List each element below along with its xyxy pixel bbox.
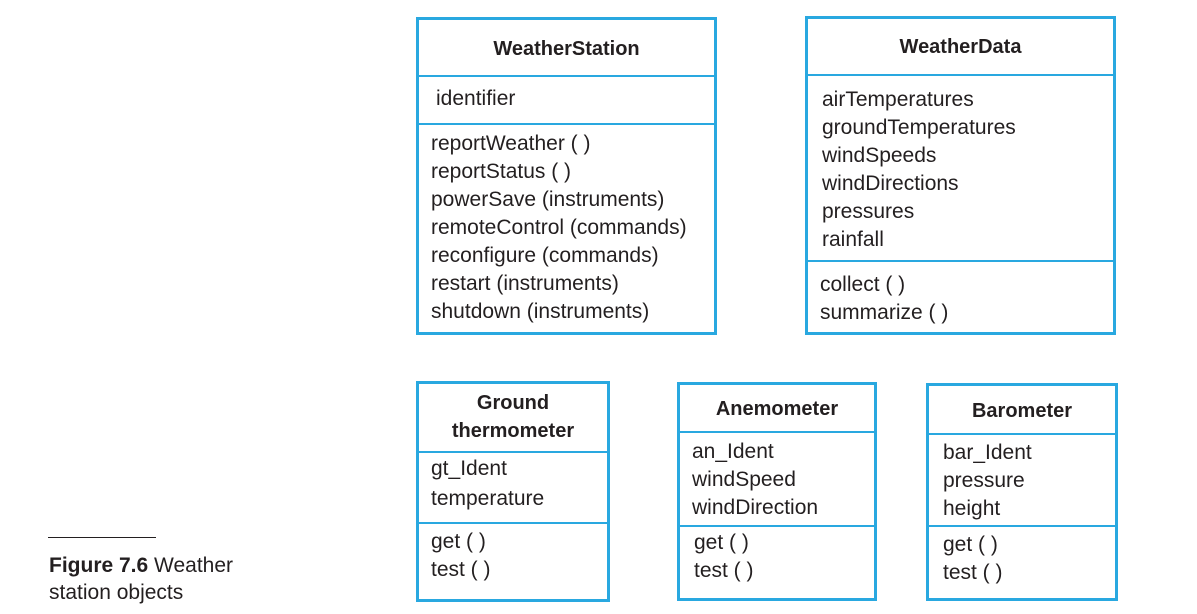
attributes-section: airTemperatures groundTemperatures windS… bbox=[808, 76, 1113, 262]
operation: test ( ) bbox=[694, 559, 754, 582]
attributes-section: an_Ident windSpeed windDirection bbox=[680, 433, 874, 527]
class-name-section: Ground thermometer bbox=[419, 384, 607, 453]
class-ground-thermometer: Ground thermometer gt_Ident temperature … bbox=[416, 381, 610, 602]
figure-caption: Figure 7.6 Weather station objects bbox=[49, 552, 233, 606]
caption-line-1: Figure 7.6 Weather bbox=[49, 552, 233, 579]
attribute: airTemperatures bbox=[822, 88, 974, 111]
class-weather-station: WeatherStation identifier reportWeather … bbox=[416, 17, 717, 335]
class-name-line: Ground bbox=[476, 392, 550, 414]
operation: summarize ( ) bbox=[820, 301, 949, 324]
class-weather-data: WeatherData airTemperatures groundTemper… bbox=[805, 16, 1116, 335]
attribute: temperature bbox=[431, 487, 545, 510]
attribute: height bbox=[943, 497, 1001, 520]
class-name-section: Anemometer bbox=[680, 385, 874, 433]
operation: reportStatus ( ) bbox=[431, 160, 572, 183]
operation: get ( ) bbox=[943, 533, 998, 556]
class-anemometer: Anemometer an_Ident windSpeed windDirect… bbox=[677, 382, 877, 601]
class-barometer: Barometer bar_Ident pressure height get … bbox=[926, 383, 1118, 601]
operation: get ( ) bbox=[431, 530, 486, 553]
attribute: pressure bbox=[943, 469, 1025, 492]
caption-label: Figure 7.6 bbox=[49, 554, 149, 577]
attribute: pressures bbox=[822, 200, 915, 223]
operation: restart (instruments) bbox=[431, 272, 619, 295]
class-name: WeatherData bbox=[899, 36, 1022, 58]
attributes-section: gt_Ident temperature bbox=[419, 453, 607, 524]
class-name-section: Barometer bbox=[929, 386, 1115, 435]
operations-section: get ( ) test ( ) bbox=[419, 524, 607, 584]
attribute: windSpeeds bbox=[822, 144, 937, 167]
operation: collect ( ) bbox=[820, 273, 906, 296]
attributes-section: bar_Ident pressure height bbox=[929, 435, 1115, 527]
attribute: windSpeed bbox=[692, 468, 796, 491]
attribute: rainfall bbox=[822, 228, 884, 251]
caption-text: Weather bbox=[154, 554, 234, 577]
attribute: groundTemperatures bbox=[822, 116, 1016, 139]
caption-line-2: station objects bbox=[49, 581, 184, 604]
operation: reportWeather ( ) bbox=[431, 132, 591, 155]
attributes-section: identifier bbox=[419, 77, 714, 125]
operation: remoteControl (commands) bbox=[431, 216, 687, 239]
attribute: windDirections bbox=[822, 172, 959, 195]
operation: reconfigure (commands) bbox=[431, 244, 659, 267]
class-name-line: thermometer bbox=[451, 420, 575, 442]
attribute: identifier bbox=[436, 87, 516, 110]
attribute: bar_Ident bbox=[943, 441, 1032, 464]
caption-rule bbox=[48, 537, 156, 538]
operations-section: get ( ) test ( ) bbox=[929, 527, 1115, 587]
operations-section: collect ( ) summarize ( ) bbox=[808, 262, 1113, 327]
operations-section: reportWeather ( ) reportStatus ( ) power… bbox=[419, 125, 714, 326]
operation: get ( ) bbox=[694, 531, 749, 554]
class-name: WeatherStation bbox=[493, 38, 640, 60]
operation: test ( ) bbox=[431, 558, 491, 581]
class-name-section: WeatherData bbox=[808, 19, 1113, 76]
class-name: Anemometer bbox=[715, 398, 839, 420]
operation: shutdown (instruments) bbox=[431, 300, 650, 323]
operation: powerSave (instruments) bbox=[431, 188, 665, 211]
class-name: Barometer bbox=[971, 400, 1073, 422]
attribute: windDirection bbox=[692, 496, 819, 519]
class-name-section: WeatherStation bbox=[419, 20, 714, 77]
operations-section: get ( ) test ( ) bbox=[680, 527, 874, 585]
attribute: gt_Ident bbox=[431, 457, 507, 480]
attribute: an_Ident bbox=[692, 440, 774, 463]
operation: test ( ) bbox=[943, 561, 1003, 584]
